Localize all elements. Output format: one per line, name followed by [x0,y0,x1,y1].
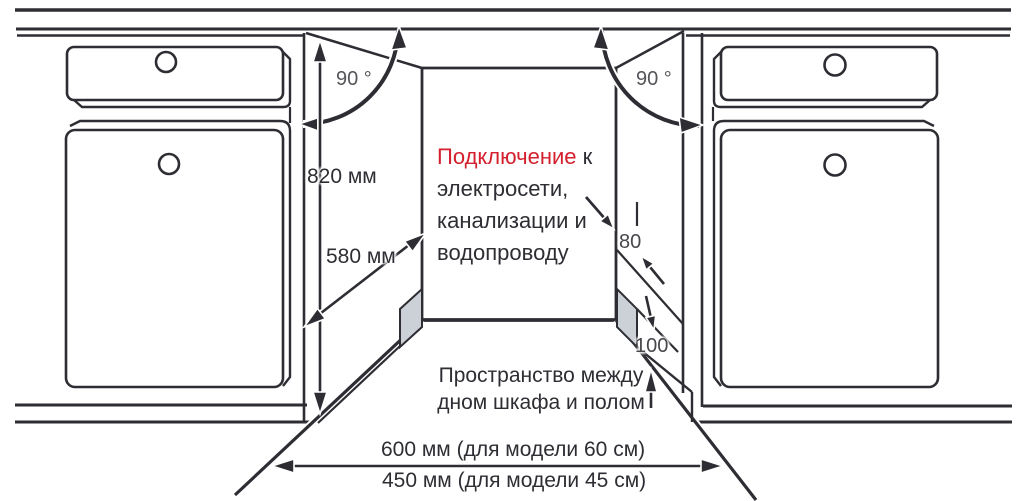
right-cabinet [683,33,938,407]
right-drawer-front [721,47,937,100]
dimension-arrows [272,40,723,473]
dim-580-line [312,238,418,320]
connection-note-line4: водопроводу [437,240,569,265]
connection-note: Подключение к электросети, канализации и… [437,141,667,269]
height-dimension-label: 820 мм [307,165,377,188]
right-drawer-knob [825,55,846,76]
connection-note-highlight: Подключение [437,144,577,169]
plinth-lines [15,405,1012,422]
plinth-depth-label: 80 [619,231,642,253]
width-60-label: 600 мм (для модели 60 см) [381,438,646,461]
floor-gap-note-line1: Пространство между [438,364,644,387]
left-plinth-panel [400,289,422,347]
countertop [15,10,1011,36]
left-drawer-front [67,47,283,100]
left-cabinet [66,33,304,421]
depth-dimension-label: 580 мм [326,245,396,268]
left-door-knob [159,154,179,174]
connection-note-line1-rest: к [576,144,593,169]
angle-label-right: 90 ° [636,68,672,90]
left-drawer-knob [156,52,176,72]
right-plinth-panel [617,289,637,347]
plinth-height-label: 100 [635,335,669,357]
angle-label-left: 90 ° [336,68,372,90]
width-45-label: 450 мм (для модели 45 см) [382,469,647,492]
floor-gap-note-line2: дном шкафа и полом [437,391,645,414]
floor-gap-note: Пространство между дном шкафа и полом [434,362,648,416]
niche [235,31,756,500]
connection-note-line2: электросети, [437,176,569,201]
connection-note-line3: канализации и [437,208,587,233]
connection-pointer-arrow [586,197,606,220]
right-door-front [721,130,938,387]
left-door-front [66,130,283,387]
right-door-knob [825,155,846,176]
